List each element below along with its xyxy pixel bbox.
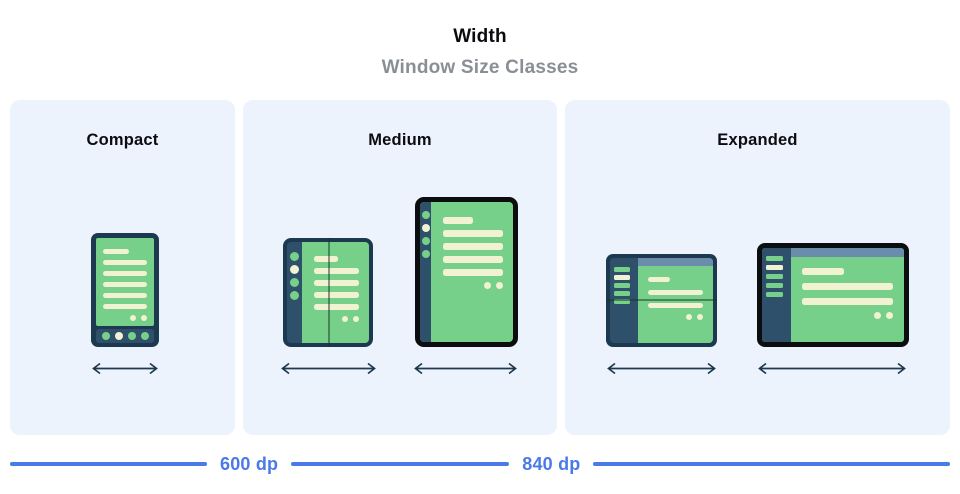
width-arrow-icon — [92, 362, 158, 375]
nav-dot-active — [114, 332, 123, 340]
foldable-portrait-icon — [283, 238, 373, 347]
drawer-item — [614, 291, 630, 296]
drawer-item — [614, 299, 630, 304]
nav-rail — [420, 202, 431, 342]
content-line — [314, 304, 359, 310]
size-class-label-medium: Medium — [368, 131, 432, 149]
ruler-line — [10, 462, 207, 466]
app-content — [791, 248, 904, 342]
dp-breakpoint-ruler: 600 dp 840 dp — [10, 455, 950, 473]
action-dots — [443, 282, 503, 289]
drawer-item — [766, 256, 783, 261]
phone-nav-bar — [96, 329, 154, 343]
nav-rail — [287, 242, 302, 343]
width-arrow-icon — [414, 362, 517, 375]
size-class-label-compact: Compact — [86, 131, 159, 149]
rail-dot-active — [290, 265, 299, 274]
content-line — [103, 249, 129, 254]
rail-dot — [421, 211, 430, 219]
foldable-landscape-icon — [606, 254, 717, 347]
content-line — [443, 217, 473, 224]
fold-crease — [328, 238, 330, 347]
ruler-line — [291, 462, 510, 466]
content-line — [103, 271, 147, 276]
phone-screen — [96, 238, 154, 326]
app-top-bar — [638, 258, 713, 266]
foldable-screen — [302, 242, 369, 343]
content-line — [802, 298, 893, 305]
action-dots — [103, 315, 147, 321]
drawer-item — [766, 292, 783, 297]
content-line — [314, 292, 359, 298]
rail-dot — [421, 237, 430, 245]
content-line — [103, 282, 147, 287]
app-top-bar — [791, 248, 904, 257]
content-line — [443, 243, 503, 250]
size-class-panel-compact: Compact — [10, 100, 235, 435]
drawer-item — [614, 267, 630, 272]
nav-dot — [127, 332, 136, 340]
diagram-header: Width Window Size Classes — [0, 26, 960, 79]
content-line — [443, 269, 503, 276]
content-line — [103, 304, 147, 309]
drawer-item-active — [766, 265, 783, 270]
content-line — [443, 256, 503, 263]
drawer-item — [766, 274, 783, 279]
content-line — [103, 260, 147, 265]
rail-dot — [290, 291, 299, 300]
content-line — [314, 268, 359, 274]
nav-drawer — [762, 248, 791, 342]
content-area — [638, 266, 713, 320]
content-line — [314, 256, 338, 262]
breakpoint-600dp-label: 600 dp — [220, 454, 279, 474]
width-arrow-icon — [607, 362, 716, 375]
diagram-title: Width — [453, 26, 507, 47]
tablet-portrait-icon — [415, 197, 518, 347]
breakpoint-840dp-label: 840 dp — [522, 454, 581, 474]
content-line — [648, 290, 703, 295]
action-dots — [802, 312, 893, 319]
phone-icon — [91, 233, 159, 347]
width-arrow-icon — [758, 362, 906, 375]
tablet-screen — [431, 202, 513, 342]
action-dots — [314, 316, 359, 322]
drawer-item — [766, 283, 783, 288]
content-line — [648, 303, 703, 308]
size-class-panel-expanded: Expanded — [565, 100, 950, 435]
rail-dot — [290, 252, 299, 261]
content-line — [802, 268, 844, 275]
drawer-item-active — [614, 275, 630, 280]
drawer-item — [614, 283, 630, 288]
content-line — [103, 293, 147, 298]
rail-dot-active — [421, 224, 430, 232]
tablet-landscape-icon — [757, 243, 909, 347]
diagram-subtitle: Window Size Classes — [381, 57, 579, 78]
content-line — [443, 230, 503, 237]
rail-dot — [421, 250, 430, 258]
width-arrow-icon — [281, 362, 376, 375]
content-area — [791, 257, 904, 319]
content-line — [314, 280, 359, 286]
content-line — [802, 283, 893, 290]
size-class-label-expanded: Expanded — [717, 131, 798, 149]
nav-dot — [101, 332, 110, 340]
action-dots — [648, 314, 703, 320]
rail-dot — [290, 278, 299, 287]
fold-crease — [606, 299, 717, 301]
nav-dot — [140, 332, 149, 340]
content-line — [648, 277, 670, 282]
size-class-panel-medium: Medium — [243, 100, 557, 435]
ruler-line — [593, 462, 950, 466]
